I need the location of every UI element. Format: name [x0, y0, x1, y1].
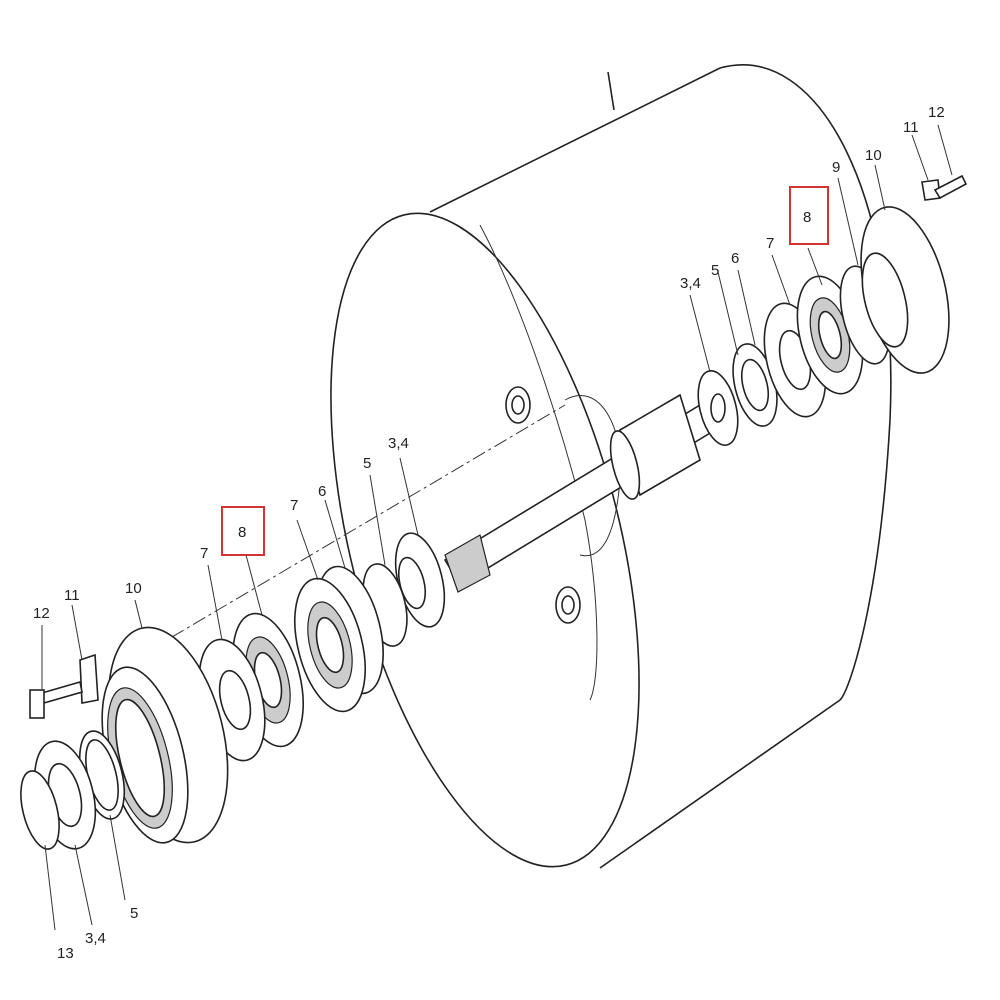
label-right-6: 6 [731, 250, 739, 267]
label-right-10: 10 [865, 147, 882, 164]
left-parts [20, 532, 446, 850]
label-right-9: 9 [832, 159, 840, 176]
highlight-box-left-8 [221, 506, 265, 556]
label-right-12: 12 [928, 104, 945, 121]
label-right-11: 11 [903, 119, 919, 136]
label-right-5: 5 [711, 262, 719, 279]
label-right-8: 8 [803, 209, 811, 226]
axis-centerline [149, 404, 566, 651]
label-left-8: 8 [238, 524, 246, 541]
label-left-11: 11 [64, 587, 80, 604]
label-right-7: 7 [766, 235, 774, 252]
label-left-6: 6 [318, 483, 326, 500]
label-left-3-4b: 3,4 [85, 930, 106, 947]
leader-lines [41, 124, 953, 931]
label-left-7a: 7 [200, 545, 208, 562]
label-left-12: 12 [33, 605, 50, 622]
label-left-10: 10 [125, 580, 142, 597]
right-parts [697, 174, 968, 446]
label-left-5b: 5 [130, 905, 138, 922]
part-labels: 12 11 10 9 8 7 6 5 3,4 3,4 5 6 7 8 7 10 … [33, 104, 945, 962]
label-left-3-4: 3,4 [388, 435, 409, 452]
shaft [443, 393, 717, 593]
highlight-box-right-8 [789, 186, 829, 245]
label-right-3-4: 3,4 [680, 275, 701, 292]
label-left-13: 13 [57, 945, 74, 962]
drum-cylinder [330, 64, 892, 869]
label-left-5: 5 [363, 455, 371, 472]
label-left-7b: 7 [290, 497, 298, 514]
